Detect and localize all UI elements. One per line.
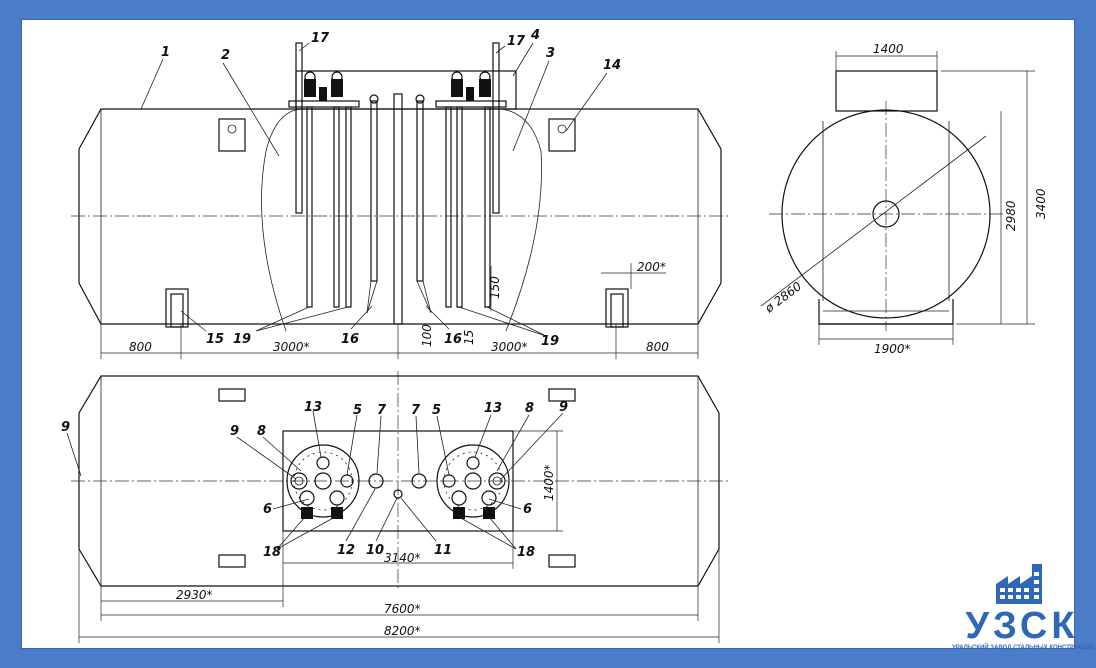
part-label-7-right: 7 [411, 403, 421, 418]
part-label-1: 1 [161, 45, 170, 60]
vent-pipe-right [492, 42, 500, 214]
part-label-14: 14 [603, 58, 621, 73]
dim-1900: 1900* [874, 342, 911, 356]
flange-right [436, 444, 510, 519]
part-label-17-right: 17 [507, 34, 526, 49]
dim-150: 150 [488, 276, 502, 299]
part-label-17-left: 17 [311, 31, 330, 46]
part-label-6-right: 6 [523, 502, 532, 517]
part-label-6-left: 6 [263, 502, 272, 517]
dim-3140: 3140* [384, 551, 421, 565]
part-label-9-left: 9 [230, 424, 239, 439]
support-right [605, 288, 629, 328]
factory-icon [996, 564, 1042, 604]
dim-1400-top: 1400 [873, 42, 904, 56]
label-plate-left [218, 118, 246, 152]
part-label-10: 10 [366, 543, 384, 558]
part-label-11: 11 [434, 543, 452, 558]
part-label-9-edge: 9 [61, 420, 70, 435]
part-label-13-left: 13 [304, 400, 322, 415]
logo-subtitle: УРАЛЬСКИЙ ЗАВОД СТАЛЬНЫХ КОНСТРУКЦИЙ [952, 645, 1095, 651]
part-label-7-left: 7 [377, 403, 387, 418]
tank-drawing: 1 2 17 17 4 3 14 15 19 16 16 19 800 3000… [61, 28, 1048, 643]
end-view-hatch [835, 70, 938, 112]
part-label-19-left: 19 [233, 332, 251, 347]
part-label-19-right: 19 [541, 334, 559, 349]
dim-800-right: 800 [646, 340, 669, 354]
dim-800-left: 800 [129, 340, 152, 354]
part-label-9-right: 9 [559, 400, 568, 415]
dim-7600: 7600* [384, 602, 421, 616]
part-label-3: 3 [546, 46, 555, 61]
part-label-5-left: 5 [353, 403, 362, 418]
part-label-8-left: 8 [257, 424, 266, 439]
part-label-8-right: 8 [525, 401, 534, 416]
dim-8200: 8200* [384, 624, 421, 638]
logo-name: УЗСК [965, 605, 1079, 647]
dim-3000-left: 3000* [273, 340, 310, 354]
part-label-18-left: 18 [263, 545, 281, 560]
valve-cluster-right [451, 71, 491, 101]
vent-pipe-left [295, 42, 303, 214]
tank-side-outline [78, 108, 722, 325]
dim-2930: 2930* [176, 588, 213, 602]
top-view: 9 9 8 13 5 7 7 5 13 8 9 6 6 18 18 12 10 … [61, 371, 731, 643]
part-label-5-right: 5 [432, 403, 441, 418]
dim-1400-hatch: 1400* [542, 464, 556, 501]
end-view: 1400 3400 2980 ø 2860 1900* [760, 42, 1048, 356]
dim-15: 15 [462, 330, 476, 345]
dim-2980: 2980 [1004, 200, 1018, 231]
support-left [165, 288, 189, 328]
dim-diameter: ø 2860 [762, 279, 805, 316]
part-label-12: 12 [337, 543, 355, 558]
dim-100: 100 [420, 324, 434, 347]
drawing-sheet: 1 2 17 17 4 3 14 15 19 16 16 19 800 3000… [21, 19, 1094, 651]
side-view: 1 2 17 17 4 3 14 15 19 16 16 19 800 3000… [71, 28, 731, 359]
dim-3000-right: 3000* [491, 340, 528, 354]
part-label-15: 15 [206, 332, 224, 347]
part-label-2: 2 [221, 48, 230, 63]
part-label-4: 4 [530, 28, 540, 43]
central-pipe [393, 93, 403, 325]
part-label-13-right: 13 [484, 401, 502, 416]
part-label-16-right: 16 [444, 332, 462, 347]
flange-left [286, 444, 360, 519]
dim-200: 200* [637, 260, 666, 274]
label-plate-right [548, 118, 576, 152]
valve-cluster-left [304, 71, 343, 101]
part-label-16-left: 16 [341, 332, 359, 347]
uzsk-logo: УЗСК УРАЛЬСКИЙ ЗАВОД СТАЛЬНЫХ КОНСТРУКЦИ… [952, 560, 1095, 654]
part-label-18-right: 18 [517, 545, 535, 560]
dim-3400: 3400 [1034, 188, 1048, 219]
hatch-platform [282, 430, 514, 532]
